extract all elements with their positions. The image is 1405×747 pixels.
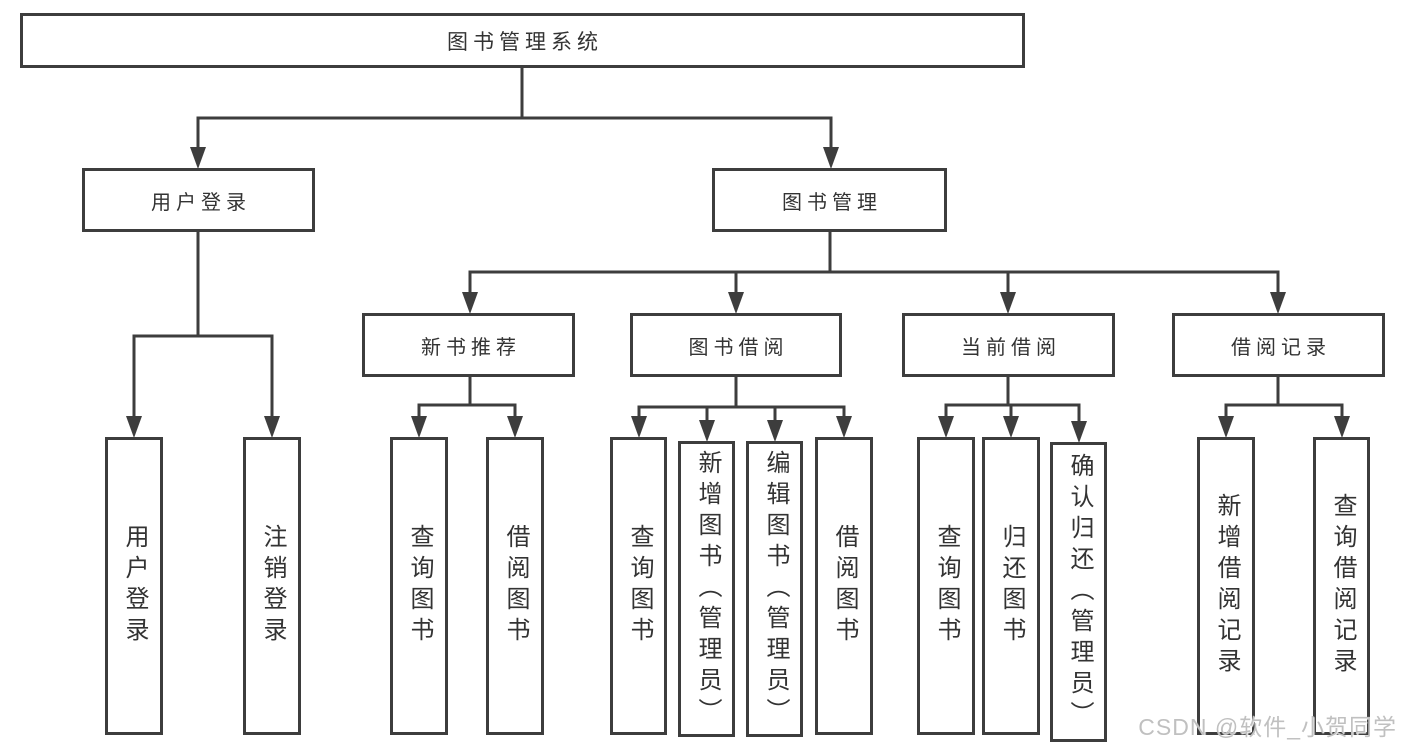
node-borrow-records: 借阅记录: [1172, 313, 1385, 377]
node-book-management: 图书管理: [712, 168, 947, 232]
node-leaf-logout: 注销登录: [243, 437, 301, 735]
node-leaf-query-borrow-record: 查询借阅记录: [1313, 437, 1370, 735]
node-leaf-return-books: 归还图书: [982, 437, 1040, 735]
node-leaf-query-books-3: 查询图书: [917, 437, 975, 735]
node-user-login: 用户登录: [82, 168, 315, 232]
node-leaf-add-books-admin: 新增图书（管理员）: [678, 441, 735, 737]
node-current-borrow: 当前借阅: [902, 313, 1115, 377]
node-leaf-query-books-2: 查询图书: [610, 437, 667, 735]
node-leaf-borrow-books-2: 借阅图书: [815, 437, 873, 735]
csdn-watermark: CSDN @软件_小贺同学: [1138, 714, 1397, 740]
node-leaf-user-login: 用户登录: [105, 437, 163, 735]
node-library-system-title: 图书管理系统: [20, 13, 1025, 68]
node-leaf-confirm-return-admin: 确认归还（管理员）: [1050, 442, 1107, 742]
node-leaf-query-books-1: 查询图书: [390, 437, 448, 735]
node-leaf-edit-books-admin: 编辑图书（管理员）: [746, 441, 803, 737]
node-book-borrow: 图书借阅: [630, 313, 842, 377]
node-new-book-recommend: 新书推荐: [362, 313, 575, 377]
node-leaf-borrow-books-1: 借阅图书: [486, 437, 544, 735]
node-leaf-add-borrow-record: 新增借阅记录: [1197, 437, 1255, 735]
